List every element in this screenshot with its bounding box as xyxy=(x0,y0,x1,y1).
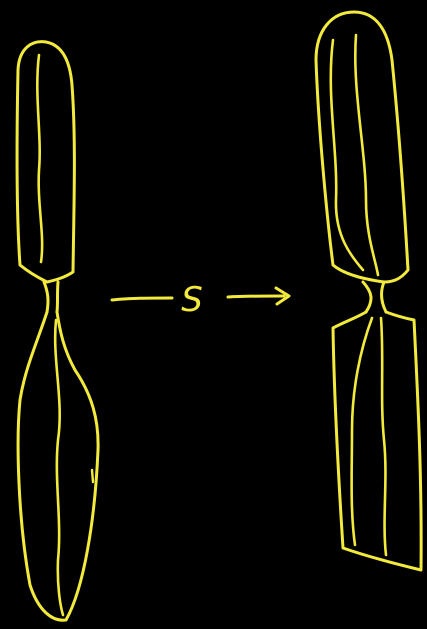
left-chromosome-upper-arm-outline xyxy=(17,42,74,282)
left-chromosome-upper-arm-inner-line xyxy=(37,55,42,262)
right-chromosome-lower-chromatid-line-1 xyxy=(352,318,372,545)
arrow-left-segment xyxy=(112,298,172,300)
right-chromosome-lower-chromatid-line-2 xyxy=(381,318,386,555)
right-chromosome-upper-chromatid-line-1 xyxy=(331,40,363,270)
arrow-label: S xyxy=(181,280,203,320)
left-chromosome-lower-arm-inner-line xyxy=(55,320,63,615)
s-phase-arrow: S xyxy=(112,280,289,320)
right-chromosome-upper-chromatid-line-2 xyxy=(355,35,378,275)
arrow-right-segment xyxy=(228,296,284,297)
right-chromosome-lower-arm-outline xyxy=(333,312,421,570)
left-chromosome-centromere xyxy=(44,282,58,312)
right-chromosome-centromere xyxy=(363,282,386,312)
right-chromosome xyxy=(316,12,421,570)
left-chromosome-tick-mark xyxy=(92,470,93,482)
left-chromosome xyxy=(17,42,98,621)
